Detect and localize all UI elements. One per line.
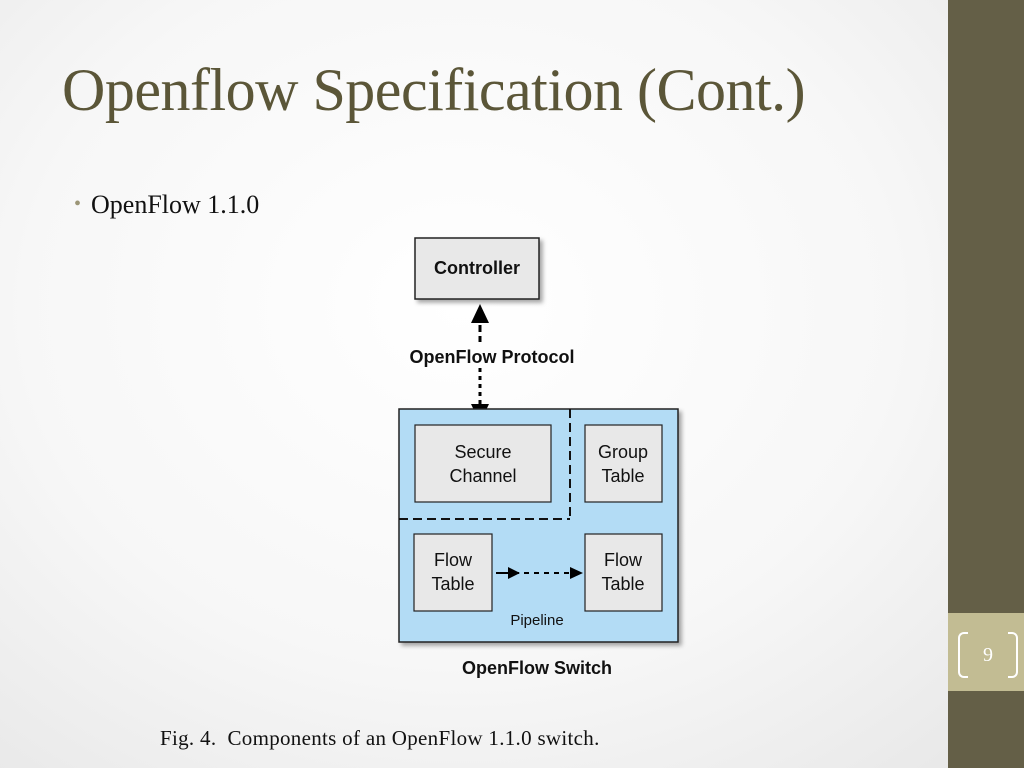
arrow-right-icon <box>508 567 520 579</box>
pipeline-arrow <box>496 567 583 579</box>
flow-table-1-label-line1: Flow <box>434 550 473 570</box>
page-number-tab <box>948 613 1024 691</box>
switch-label: OpenFlow Switch <box>462 658 612 678</box>
bullet-item: • OpenFlow 1.1.0 <box>74 190 259 220</box>
pipeline-label: Pipeline <box>510 612 563 629</box>
secure-channel-label-line1: Secure <box>454 442 511 462</box>
protocol-connector: OpenFlow Protocol <box>410 304 575 423</box>
secure-channel-label-line2: Channel <box>449 466 516 486</box>
flow-table-2-node: Flow Table <box>584 533 663 612</box>
group-table-label-line1: Group <box>598 442 648 462</box>
arrow-right-icon <box>570 567 583 579</box>
arrow-up-icon <box>471 304 489 323</box>
bullet-text: OpenFlow 1.1.0 <box>91 190 260 219</box>
page-number: 9 <box>983 644 993 666</box>
group-table-label-line2: Table <box>601 466 644 486</box>
protocol-label: OpenFlow Protocol <box>410 347 575 367</box>
flow-table-1-label-line2: Table <box>431 574 474 594</box>
slide-title: Openflow Specification (Cont.) <box>62 57 806 123</box>
flow-table-1-node: Flow Table <box>413 533 493 612</box>
page-number-bracket <box>958 632 1018 678</box>
controller-label: Controller <box>434 258 520 278</box>
switch-node: Secure Channel Group Table Flow Table Fl… <box>398 408 679 643</box>
group-table-node: Group Table <box>584 424 663 503</box>
flow-table-2-label-line2: Table <box>601 574 644 594</box>
controller-node: Controller <box>414 237 540 300</box>
secure-channel-node: Secure Channel <box>414 424 552 503</box>
flow-table-2-label-line1: Flow <box>604 550 643 570</box>
bullet-dot-icon: • <box>74 193 82 215</box>
figure-caption: Fig. 4. Components of an OpenFlow 1.1.0 … <box>160 726 600 750</box>
